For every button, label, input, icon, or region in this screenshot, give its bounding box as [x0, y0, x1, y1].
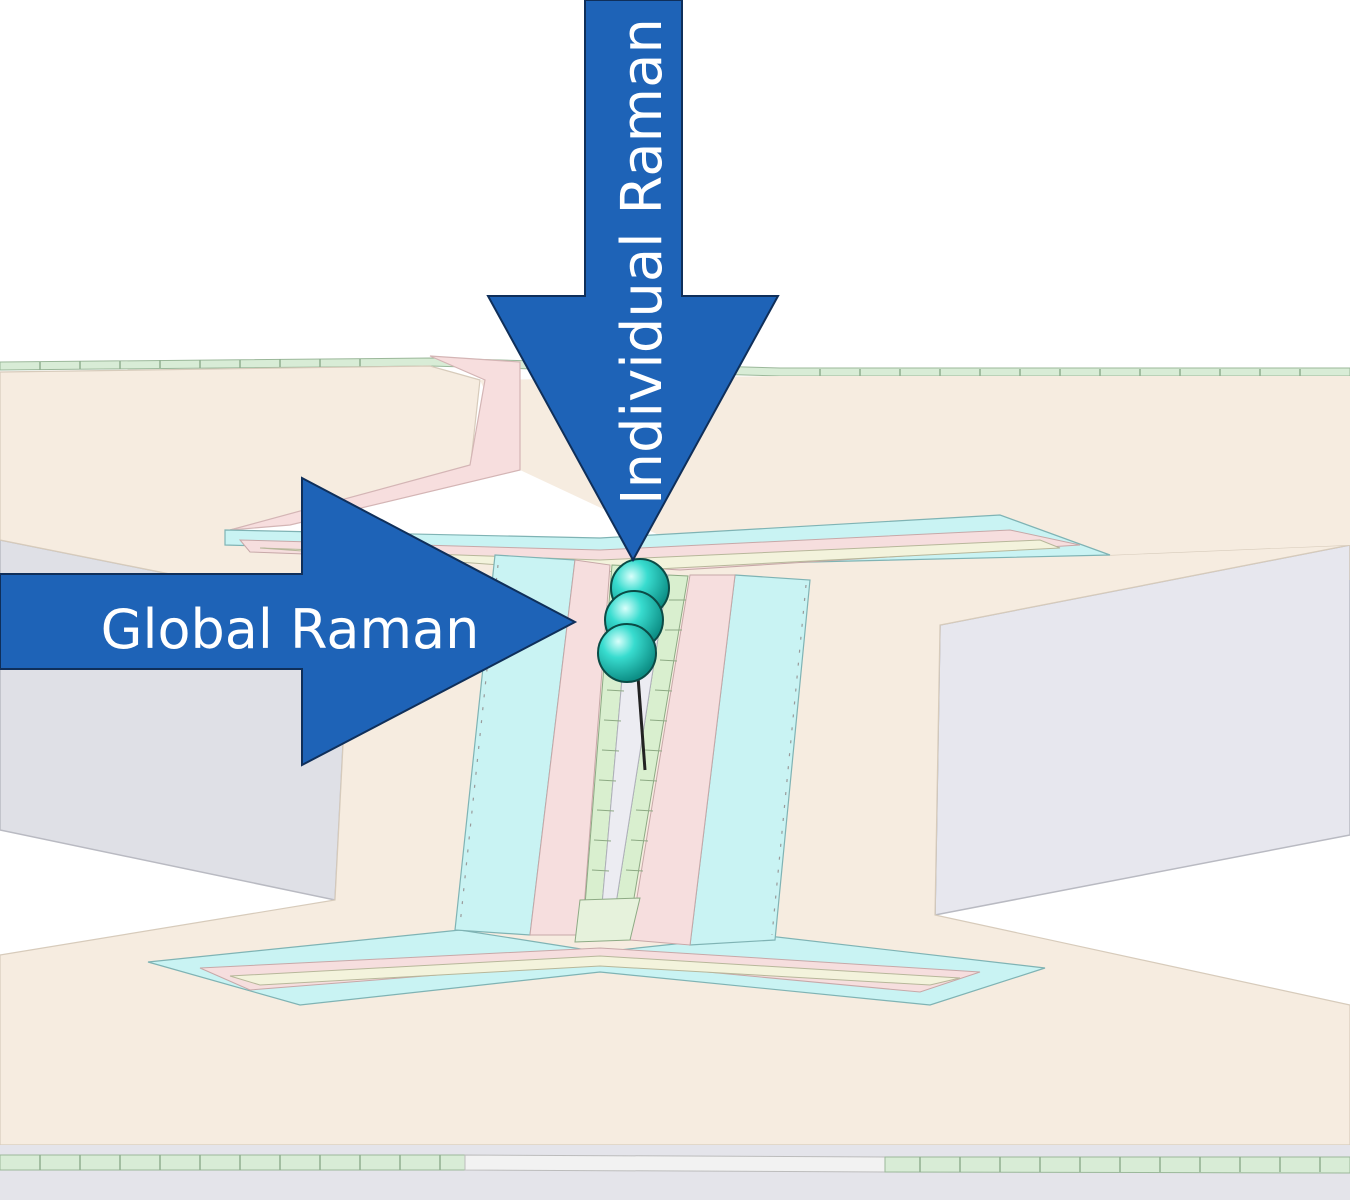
trapped-ions: [597, 558, 670, 683]
lower-junction-arms: [147, 929, 1046, 1006]
individual-raman-label: Individual Raman: [610, 18, 675, 505]
global-raman-arrow: Global Raman: [0, 476, 578, 767]
ion: [597, 623, 657, 683]
individual-raman-arrow: Individual Raman: [486, 0, 780, 563]
bottom-edge-rail: [0, 1145, 1350, 1200]
global-raman-label: Global Raman: [101, 598, 480, 661]
top-feed-line: [229, 355, 521, 531]
